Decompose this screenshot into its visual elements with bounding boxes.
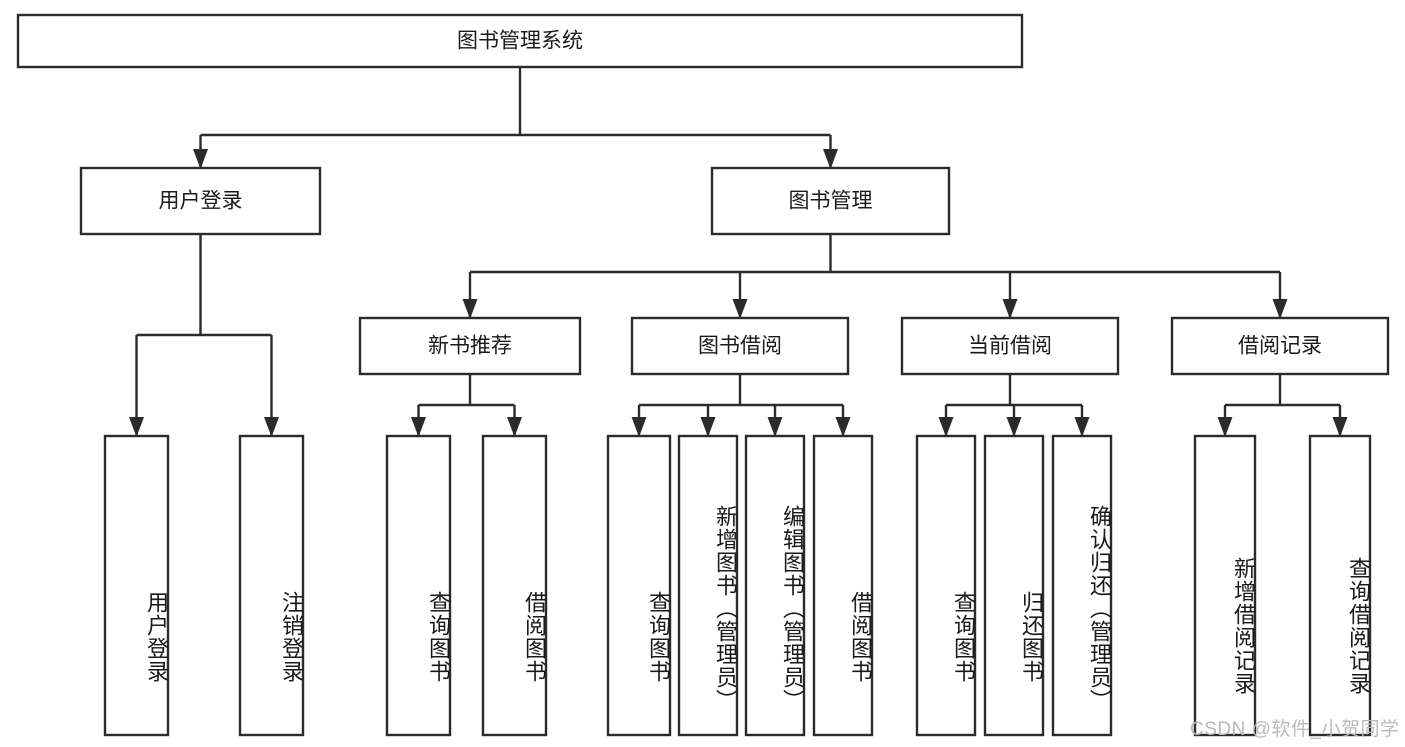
node-box-leaf-add-record[interactable] — [1193, 434, 1257, 737]
arrowhead-icon — [1217, 417, 1233, 437]
arrowhead-icon — [835, 417, 851, 437]
node-label-user-login: 用户登录 — [159, 190, 243, 213]
node-box-leaf-query-book-2[interactable] — [606, 434, 672, 737]
arrowhead-icon — [732, 299, 748, 319]
node-box-book-borrow[interactable] — [630, 316, 850, 376]
arrowhead-icon — [1006, 417, 1022, 437]
arrowhead-icon — [767, 417, 783, 437]
arrowhead-icon — [462, 299, 478, 319]
arrowhead-icon — [700, 417, 716, 437]
arrowhead-icon — [938, 417, 954, 437]
node-label-new-book-rec: 新书推荐 — [428, 335, 512, 358]
csdn-watermark: CSDN @软件_小贺同学 — [1190, 719, 1400, 740]
edges-layer — [129, 67, 1348, 437]
arrowhead-icon — [411, 417, 426, 437]
node-box-book-manage[interactable] — [710, 166, 951, 236]
arrowhead-icon — [1272, 299, 1288, 319]
arrowhead-icon — [129, 417, 144, 437]
node-box-user-login[interactable] — [79, 166, 322, 236]
node-box-leaf-user-login[interactable] — [103, 434, 170, 737]
node-label-root: 图书管理系统 — [457, 30, 583, 53]
node-box-leaf-query-book-3[interactable] — [915, 434, 977, 737]
arrowhead-icon — [507, 417, 522, 437]
node-box-current-borrow[interactable] — [900, 316, 1120, 376]
node-label-borrow-record: 借阅记录 — [1238, 335, 1322, 358]
node-box-leaf-query-book-1[interactable] — [385, 434, 452, 737]
node-box-leaf-borrow-book-1[interactable] — [481, 434, 548, 737]
node-box-borrow-record[interactable] — [1170, 316, 1390, 376]
node-label-book-borrow: 图书借阅 — [698, 335, 782, 358]
arrowhead-icon — [193, 149, 208, 169]
node-box-leaf-return-book[interactable] — [983, 434, 1045, 737]
node-box-leaf-borrow-book-2[interactable] — [812, 434, 874, 737]
arrowhead-icon — [823, 149, 838, 169]
node-box-leaf-user-logout[interactable] — [238, 434, 305, 737]
arrowhead-icon — [1002, 299, 1018, 319]
node-box-leaf-confirm-return[interactable] — [1051, 434, 1113, 737]
node-box-leaf-edit-book[interactable] — [744, 434, 806, 737]
boxes-layer — [16, 13, 1390, 737]
node-box-new-book-rec[interactable] — [358, 316, 582, 376]
node-box-leaf-add-book[interactable] — [677, 434, 739, 737]
node-label-book-manage: 图书管理 — [789, 190, 873, 213]
arrowhead-icon — [1074, 417, 1090, 437]
arrowhead-icon — [264, 417, 279, 437]
node-box-root[interactable] — [16, 13, 1024, 69]
node-box-leaf-query-record[interactable] — [1308, 434, 1372, 737]
node-label-current-borrow: 当前借阅 — [968, 335, 1052, 358]
arrowhead-icon — [631, 417, 647, 437]
arrowhead-icon — [1332, 417, 1348, 437]
